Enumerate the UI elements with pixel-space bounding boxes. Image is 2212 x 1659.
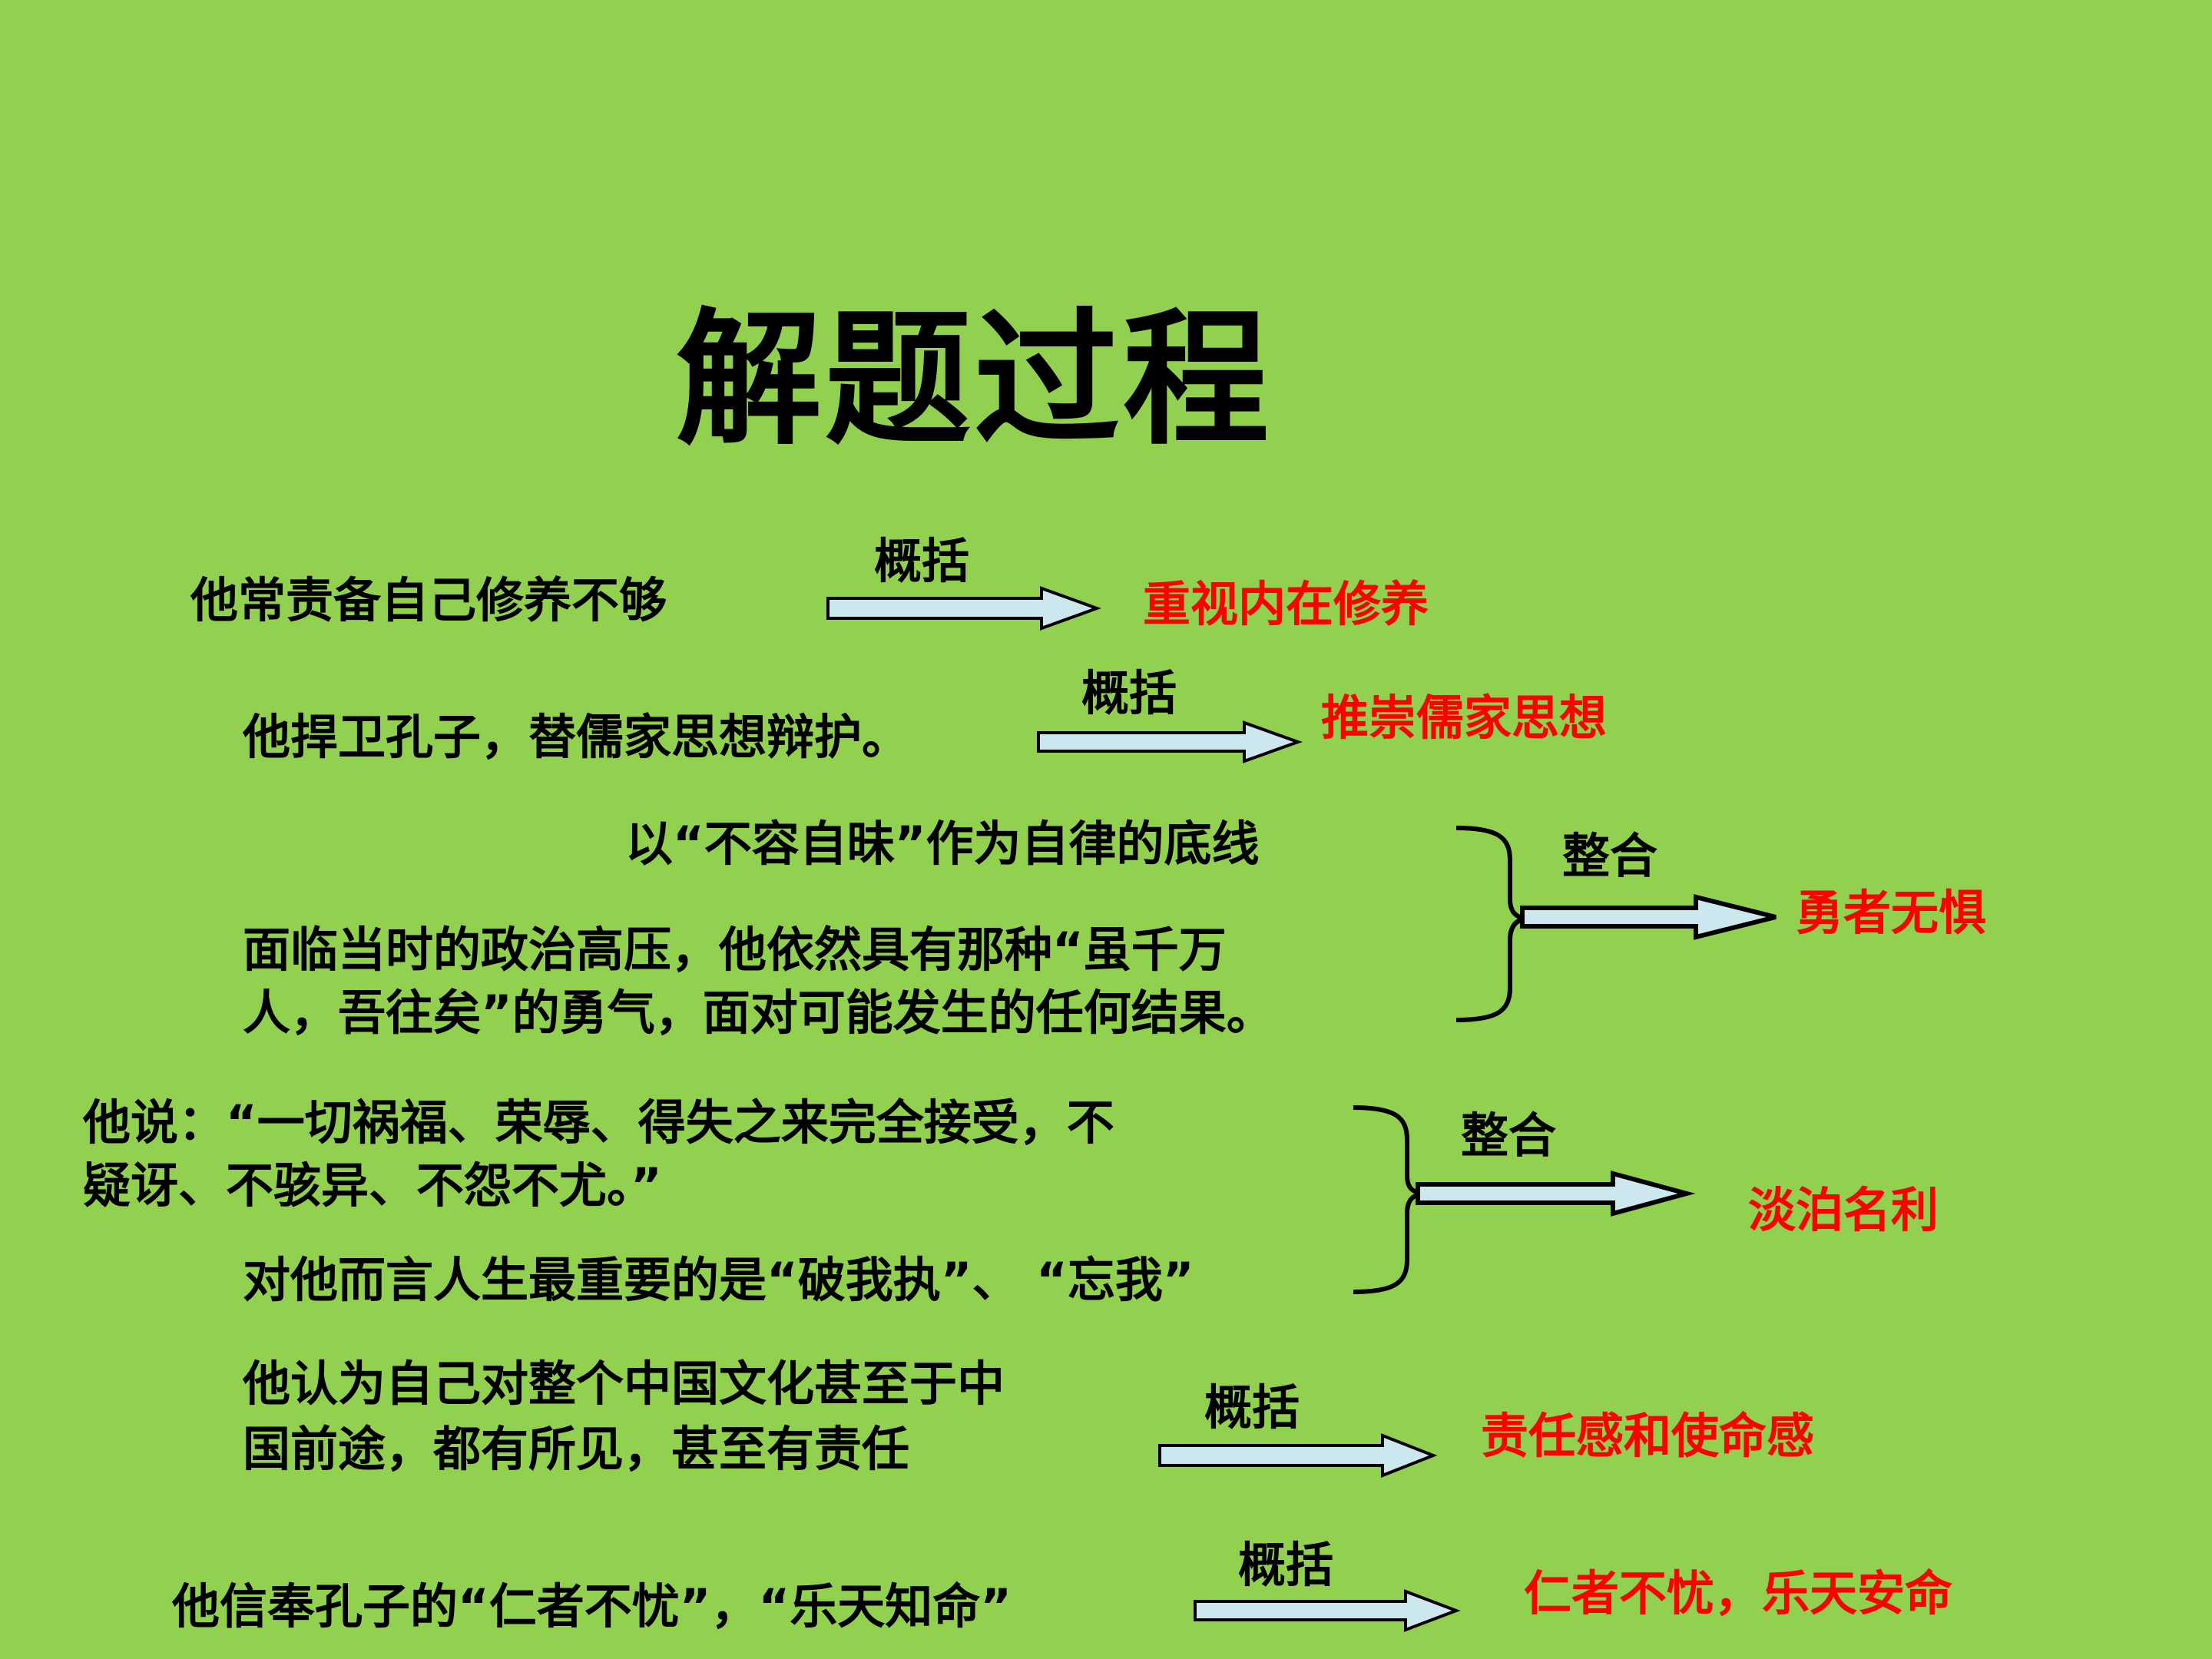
row-3-text-line-2: 国前途，都有所见，甚至有责任 [243,1421,910,1477]
row-2-arrow-label: 概括 [1081,665,1177,721]
row-1-text: 他常责备自己修养不够 [190,572,667,628]
group-2-item-1-line-2: 疑讶、不骇异、不怨不尤。” [83,1157,662,1214]
row-4-text: 他信奉孔子的“仁者不忧”，“乐天知命” [172,1578,1012,1634]
group-1-arrow-label: 整合 [1562,828,1658,884]
arrow-row-1 [826,586,1101,631]
row-3-text-line-1: 他认为自己对整个中国文化甚至于中 [243,1356,1005,1412]
slide-title: 解题过程 [676,295,1273,465]
row-3-result: 责任感和使命感 [1481,1408,1815,1464]
arrow-shape [1520,894,1777,940]
group-1-item-2-line-2: 人，吾往矣”的勇气，面对可能发生的任何结果。 [243,985,1274,1041]
group-2-connector [1353,1105,1696,1294]
row-2-result: 推崇儒家思想 [1321,690,1608,746]
arrow-row-3 [1158,1433,1438,1478]
row-4-arrow-label: 概括 [1238,1537,1334,1593]
group-2-result: 淡泊名利 [1748,1182,1939,1238]
arrow-shape [826,586,1101,631]
arrow-row-4 [1194,1589,1461,1632]
group-1-item-1: 以“不容自昧”作为自律的底线 [625,816,1260,872]
row-2-text: 他捍卫孔子，替儒家思想辩护。 [243,709,910,765]
arrow-shape [1194,1589,1461,1632]
group-1-item-2-line-1: 面临当时的政治高压，他依然具有那种“虽千万 [243,922,1227,978]
row-4-result: 仁者不忧，乐天安命 [1524,1565,1953,1621]
brace-shape [1353,1105,1423,1294]
arrow-shape [1037,720,1303,763]
group-1-result: 勇者无惧 [1796,885,1987,941]
group-2-arrow-label: 整合 [1461,1108,1557,1164]
group-2-item-2: 对他而言人生最重要的是“破我执”、 “忘我” [243,1252,1194,1308]
arrow-row-2 [1037,720,1303,763]
brace-shape [1455,826,1526,1022]
row-3-arrow-label: 概括 [1204,1379,1300,1435]
row-1-result: 重视内在修养 [1143,576,1429,632]
group-1-connector [1455,826,1777,1022]
row-1-arrow-label: 概括 [874,533,970,589]
group-2-item-1-line-1: 他说：“一切祸福、荣辱、得失之来完全接受，不 [83,1094,1114,1151]
arrow-shape [1416,1171,1696,1217]
arrow-shape [1158,1433,1438,1478]
